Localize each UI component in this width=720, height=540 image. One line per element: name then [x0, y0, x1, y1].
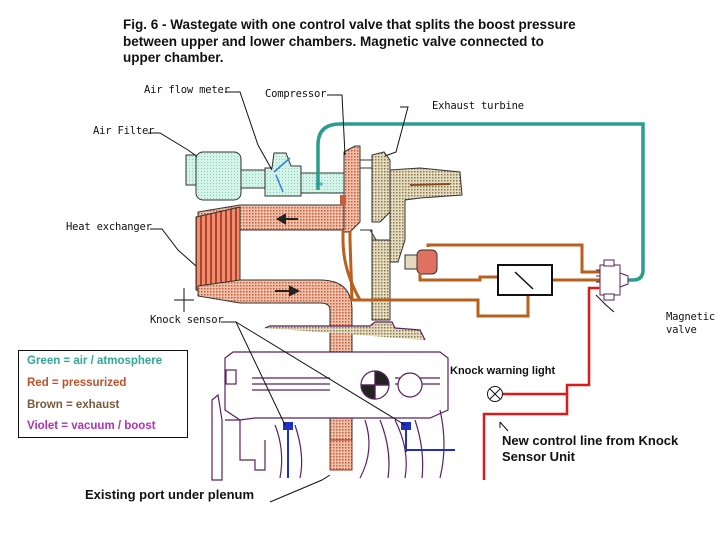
- legend-item-red: Red = pressurized: [27, 377, 127, 389]
- air-line-green: [316, 122, 645, 282]
- label-knock-sensor: Knock sensor: [150, 314, 224, 326]
- leader-lines: [148, 91, 615, 503]
- label-magnetic-valve-1: Magnetic: [666, 311, 715, 323]
- legend-item-green: Green = air / atmosphere: [27, 355, 163, 367]
- label-heat-exchanger: Heat exchanger: [66, 221, 152, 233]
- label-knock-warning-light: Knock warning light: [450, 365, 556, 377]
- figure-caption: Fig. 6 - Wastegate with one control valv…: [123, 17, 576, 65]
- legend-item-violet: Violet = vacuum / boost: [27, 420, 156, 432]
- label-compressor: Compressor: [265, 88, 327, 100]
- wastegate-actuator: [404, 249, 438, 275]
- knock-warning-light-icon: [487, 386, 503, 402]
- air-filter: [185, 151, 242, 201]
- label-existing-port: Existing port under plenum: [85, 487, 255, 502]
- exhaust-turbine: [359, 151, 463, 321]
- label-air-filter: Air Filter: [93, 125, 155, 137]
- knock-sensor-wires: [283, 422, 455, 478]
- legend-item-brown: Brown = exhaust: [27, 399, 120, 411]
- engine-block: [211, 321, 449, 481]
- control-valve-box: [497, 264, 553, 296]
- charge-pipe-lower: [197, 279, 353, 471]
- label-new-control-line-2: Sensor Unit: [502, 449, 575, 464]
- intake-pipe: ⇒: [240, 152, 347, 197]
- control-lines-brown: [341, 230, 600, 318]
- color-legend: Green = air / atmosphere Red = pressuriz…: [18, 350, 188, 438]
- magnetic-valve: [596, 259, 629, 301]
- label-exhaust-turbine: Exhaust turbine: [432, 100, 524, 112]
- control-line-red: [482, 286, 599, 480]
- label-magnetic-valve-2: valve: [666, 324, 697, 336]
- label-air-flow-meter: Air flow meter: [144, 84, 230, 96]
- label-new-control-line-1: New control line from Knock: [502, 433, 679, 448]
